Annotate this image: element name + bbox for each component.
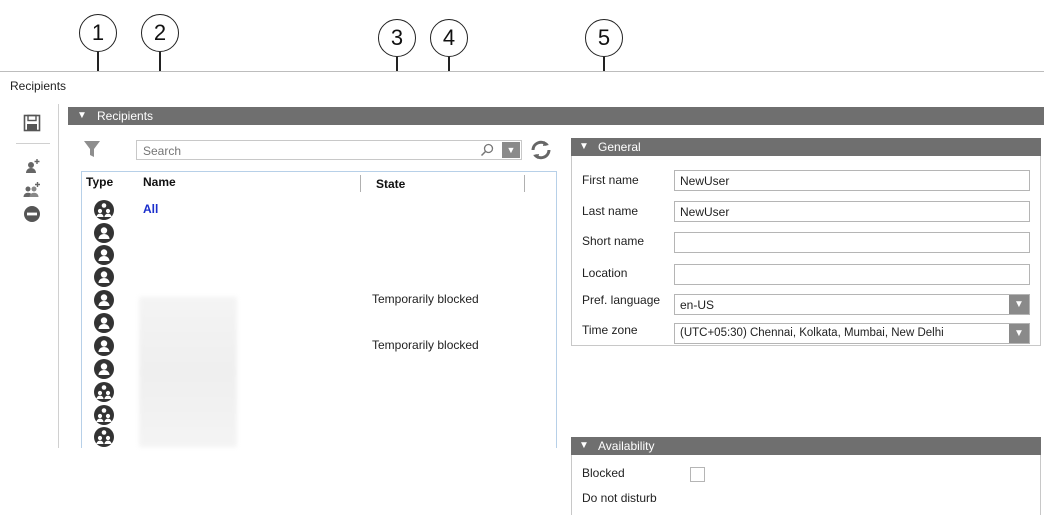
recipient-state: Temporarily blocked	[372, 292, 479, 306]
general-form: First name NewUser Last name NewUser Sho…	[571, 156, 1041, 346]
table-row[interactable]	[90, 357, 550, 379]
group-avatar-icon	[94, 382, 114, 402]
search-dropdown-button[interactable]: ▼	[502, 142, 520, 158]
general-section-header[interactable]: ▼ General	[571, 138, 1041, 156]
recipient-state: Temporarily blocked	[372, 338, 479, 352]
first-name-label: First name	[582, 173, 639, 187]
table-row[interactable]	[90, 221, 550, 243]
callout-5: 5	[585, 19, 623, 57]
user-avatar-icon	[94, 313, 114, 333]
save-icon[interactable]	[22, 113, 42, 133]
column-header-name[interactable]: Name	[143, 175, 176, 189]
search-input[interactable]	[141, 143, 475, 159]
add-user-icon[interactable]	[22, 156, 42, 176]
column-header-state[interactable]: State	[376, 177, 406, 191]
location-label: Location	[582, 266, 628, 280]
table-row[interactable]: Temporarily blocked	[90, 334, 550, 356]
pref-language-value: en-US	[680, 298, 715, 312]
table-row[interactable]	[90, 311, 550, 333]
chevron-down-icon[interactable]: ▼	[1009, 324, 1029, 343]
general-section-title: General	[598, 140, 641, 154]
do-not-disturb-label: Do not disturb	[582, 491, 657, 505]
first-name-value: NewUser	[680, 174, 730, 188]
first-name-field[interactable]: NewUser	[674, 170, 1030, 191]
collapse-triangle-icon: ▼	[77, 110, 87, 121]
window-title: Recipients	[10, 79, 67, 93]
recipients-section-header[interactable]: ▼ Recipients	[68, 107, 1044, 125]
user-avatar-icon	[94, 290, 114, 310]
callout-4: 4	[430, 19, 468, 57]
time-zone-label: Time zone	[582, 323, 638, 337]
recipients-list[interactable]	[81, 171, 557, 448]
availability-form: Blocked Do not disturb	[571, 455, 1041, 515]
last-name-label: Last name	[582, 204, 639, 218]
filter-icon[interactable]	[83, 140, 101, 161]
group-avatar-icon	[94, 427, 114, 447]
user-avatar-icon	[94, 267, 114, 287]
chevron-down-icon[interactable]: ▼	[1009, 295, 1029, 314]
user-avatar-icon	[94, 223, 114, 243]
user-avatar-icon	[94, 336, 114, 356]
user-avatar-icon	[94, 359, 114, 379]
toolbar-separator	[16, 143, 50, 144]
location-field[interactable]	[674, 264, 1030, 285]
recipients-section-title: Recipients	[97, 109, 154, 123]
column-separator[interactable]	[360, 175, 361, 192]
table-row[interactable]: All	[90, 198, 550, 220]
blocked-label: Blocked	[582, 466, 625, 480]
magnifier-icon[interactable]	[480, 143, 494, 160]
search-box[interactable]: ▼	[136, 140, 522, 160]
collapse-triangle-icon: ▼	[579, 440, 589, 451]
callout-2: 2	[141, 14, 179, 52]
group-avatar-icon	[94, 200, 114, 220]
last-name-value: NewUser	[680, 205, 730, 219]
collapse-triangle-icon: ▼	[579, 141, 589, 152]
recipient-name: All	[143, 202, 159, 216]
callout-1: 1	[79, 14, 117, 52]
pref-language-label: Pref. language	[582, 293, 661, 307]
redacted-names	[139, 297, 237, 447]
blocked-checkbox[interactable]	[690, 467, 705, 482]
left-toolbar	[8, 104, 59, 448]
recipients-window: Recipients ▼ Recipients ▼ Type Name S	[0, 71, 1044, 515]
user-avatar-icon	[94, 245, 114, 265]
column-header-type[interactable]: Type	[86, 175, 114, 189]
remove-icon[interactable]	[22, 204, 42, 224]
refresh-icon[interactable]	[529, 139, 553, 164]
availability-section-title: Availability	[598, 439, 655, 453]
short-name-field[interactable]	[674, 232, 1030, 253]
column-separator[interactable]	[524, 175, 525, 192]
table-row[interactable]: Temporarily blocked	[90, 288, 550, 310]
short-name-label: Short name	[582, 234, 645, 248]
availability-section-header[interactable]: ▼ Availability	[571, 437, 1041, 455]
last-name-field[interactable]: NewUser	[674, 201, 1030, 222]
table-row[interactable]	[90, 265, 550, 287]
group-avatar-icon	[94, 405, 114, 425]
time-zone-value: (UTC+05:30) Chennai, Kolkata, Mumbai, Ne…	[680, 327, 944, 339]
table-row[interactable]	[90, 243, 550, 265]
callout-3: 3	[378, 19, 416, 57]
add-group-icon[interactable]	[22, 180, 42, 200]
time-zone-select[interactable]: (UTC+05:30) Chennai, Kolkata, Mumbai, Ne…	[674, 323, 1030, 344]
pref-language-select[interactable]: en-US ▼	[674, 294, 1030, 315]
